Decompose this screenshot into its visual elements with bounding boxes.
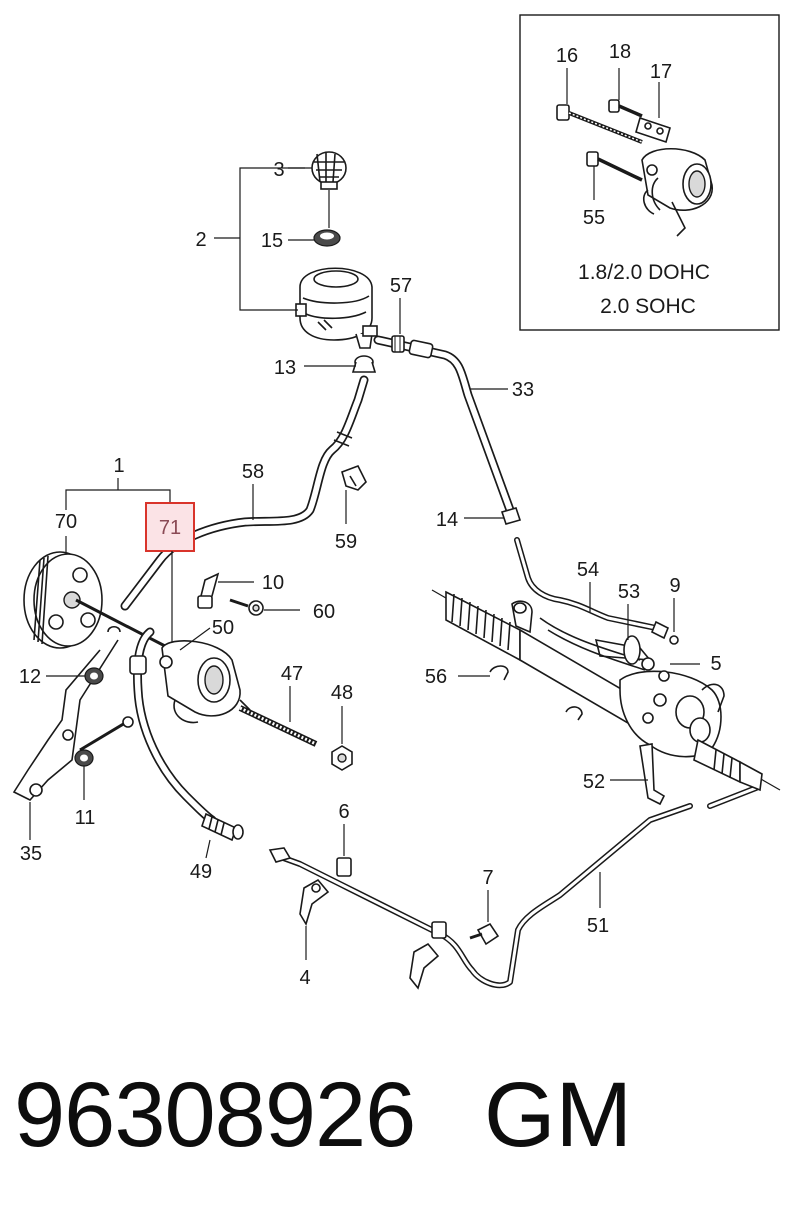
pressure-hose-49	[129, 627, 217, 825]
label-15: 15	[261, 230, 283, 252]
label-6: 6	[338, 801, 349, 823]
label-54: 54	[577, 559, 599, 581]
bracket-52-icon	[639, 743, 666, 806]
label-7: 7	[482, 867, 493, 889]
fitting-5-icon	[658, 670, 670, 682]
clip-56-icon	[489, 665, 583, 721]
nut-48-icon	[331, 745, 353, 771]
bolt-16-icon	[556, 104, 643, 144]
pressure-pipe-51	[275, 785, 759, 989]
bolt-55-icon	[586, 151, 643, 182]
return-pipe-54	[514, 537, 659, 631]
reservoir-tank-icon	[295, 267, 378, 349]
reservoir-seal-icon	[313, 229, 341, 247]
footer: 96308926 GM	[0, 1060, 804, 1170]
clip-59-icon	[341, 464, 367, 491]
label-4: 4	[299, 967, 310, 989]
lower-bracket-icon	[409, 921, 447, 990]
label-3: 3	[273, 159, 284, 181]
label-33: 33	[512, 379, 534, 401]
brand-name: GM	[484, 1064, 633, 1166]
clamp-12-icon	[84, 667, 104, 685]
clip-icon	[107, 625, 121, 633]
label-2: 2	[195, 229, 206, 251]
pulley-70-icon	[23, 551, 103, 649]
label-1: 1	[113, 455, 124, 477]
label-49: 49	[190, 861, 212, 883]
supply-hose-58	[120, 375, 369, 611]
label-50: 50	[212, 617, 234, 639]
steering-rack-icon	[431, 589, 781, 792]
label-10: 10	[262, 572, 284, 594]
label-57: 57	[390, 275, 412, 297]
clamp-53-icon	[623, 635, 655, 671]
clamp-14-icon	[500, 507, 522, 525]
bracket-35-icon	[12, 639, 134, 801]
label-70: 70	[55, 511, 77, 533]
label-14: 14	[436, 509, 458, 531]
label-60: 60	[313, 601, 335, 623]
bolt-18-icon	[608, 99, 643, 118]
reservoir-cap-icon	[311, 151, 347, 190]
return-hose-33	[373, 335, 515, 515]
label-16: 16	[556, 45, 578, 67]
power-steering-exploded-diagram: 16 18 17 55 1.8/2.0 DOHC 2.0 SOHC 3 2 15	[12, 14, 781, 990]
label-11: 11	[75, 807, 96, 829]
label-35: 35	[20, 843, 42, 865]
label-18: 18	[609, 41, 631, 63]
label-47: 47	[281, 663, 303, 685]
inset-engine-line2: 2.0 SOHC	[600, 295, 696, 318]
fitting-9-icon	[650, 620, 679, 645]
bracket-17-icon	[635, 116, 671, 144]
pump-icon	[159, 640, 251, 724]
sleeve-6-icon	[336, 857, 352, 877]
inset-pump-icon	[641, 148, 713, 237]
label-55: 55	[583, 207, 605, 229]
label-58: 58	[242, 461, 264, 483]
bracket-4-icon	[299, 878, 330, 926]
bolt-7-icon	[469, 922, 500, 946]
label-5: 5	[710, 653, 721, 675]
label-51: 51	[587, 915, 609, 937]
inset-engine-line1: 1.8/2.0 DOHC	[578, 261, 710, 284]
label-53: 53	[618, 581, 640, 603]
pipe-nut-icon	[268, 847, 292, 863]
clamp-11-icon	[74, 749, 94, 767]
part-number: 96308926	[14, 1064, 416, 1166]
label-17: 17	[650, 61, 672, 83]
bolt-60-icon	[229, 598, 264, 616]
stud-47-icon	[238, 705, 318, 747]
label-13: 13	[274, 357, 296, 379]
label-59: 59	[335, 531, 357, 553]
label-52: 52	[583, 771, 605, 793]
clamp-13-icon	[351, 355, 377, 373]
label-56: 56	[425, 666, 447, 688]
label-9: 9	[669, 575, 680, 597]
hose-fitting-49-icon	[201, 812, 244, 842]
label-12: 12	[19, 666, 41, 688]
label-48: 48	[331, 682, 353, 704]
fitting-57-icon	[391, 335, 405, 353]
engine-variant-inset: 16 18 17 55 1.8/2.0 DOHC 2.0 SOHC	[519, 14, 780, 331]
bracket-10-icon	[197, 572, 220, 609]
label-71: 71	[159, 517, 181, 539]
highlight-71[interactable]: 71	[145, 502, 195, 552]
